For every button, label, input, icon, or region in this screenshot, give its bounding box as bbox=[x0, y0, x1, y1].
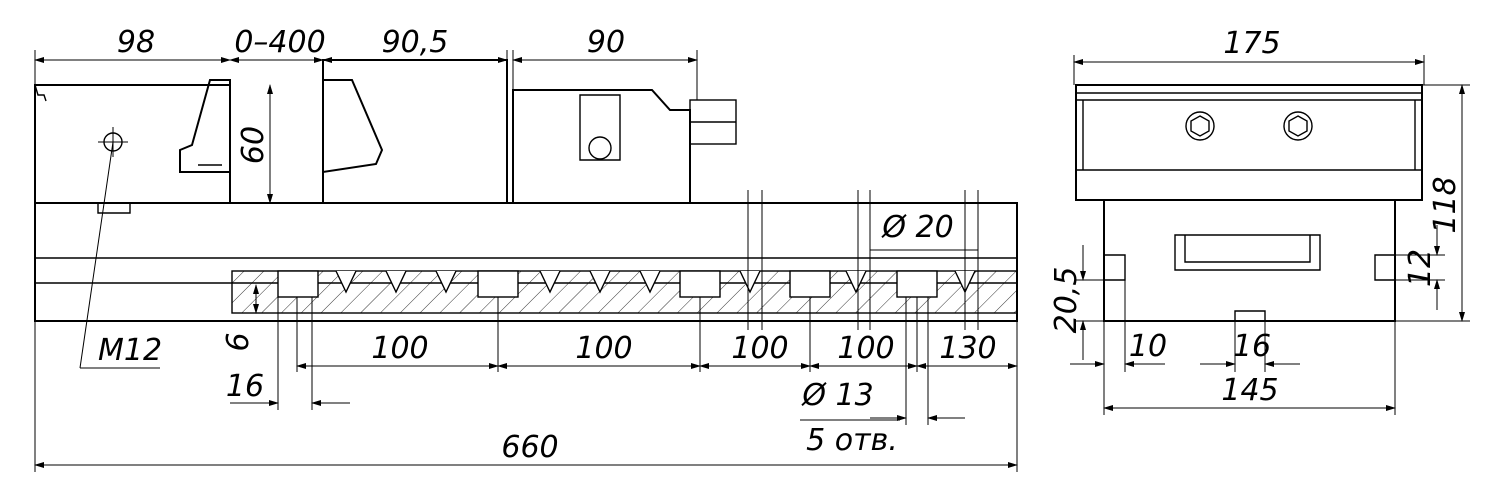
dim-90-5: 90,5 bbox=[382, 25, 449, 60]
dim-118: 118 bbox=[1428, 176, 1463, 233]
left-jaw bbox=[179, 79, 231, 173]
dim-100-a: 100 bbox=[371, 331, 428, 366]
dim-6: 6 bbox=[221, 332, 256, 351]
fixed-jaw-body bbox=[34, 84, 231, 204]
dim-side-16: 16 bbox=[1233, 329, 1271, 364]
movable-body bbox=[322, 59, 508, 204]
rear-block bbox=[512, 89, 691, 204]
hex-screw-left bbox=[1185, 111, 1215, 141]
hex-screw-right bbox=[1283, 111, 1313, 141]
right-jaw bbox=[322, 79, 384, 174]
dim-0-400: 0–400 bbox=[234, 25, 325, 60]
dim-10: 10 bbox=[1129, 329, 1167, 364]
section-hatch bbox=[231, 270, 1018, 314]
dim-20-5: 20,5 bbox=[1049, 267, 1084, 334]
side-base bbox=[1103, 199, 1396, 322]
dim-dia-20: Ø 20 bbox=[880, 210, 953, 245]
dim-130: 130 bbox=[939, 331, 996, 366]
dim-16: 16 bbox=[226, 369, 264, 404]
dim-dia-13: Ø 13 bbox=[800, 378, 873, 413]
dim-90: 90 bbox=[587, 25, 625, 60]
holes-note: 5 отв. bbox=[806, 423, 898, 458]
side-view: 175 118 12 20,5 10 16 145 bbox=[1049, 26, 1470, 415]
dim-100-b: 100 bbox=[575, 331, 632, 366]
dim-175: 175 bbox=[1223, 26, 1280, 61]
dim-12: 12 bbox=[1403, 249, 1438, 287]
dim-60: 60 bbox=[236, 126, 271, 164]
side-top-body bbox=[1075, 84, 1423, 201]
dim-100-d: 100 bbox=[837, 331, 894, 366]
dim-100-c: 100 bbox=[731, 331, 788, 366]
dim-660: 660 bbox=[501, 430, 558, 465]
dim-98: 98 bbox=[117, 25, 155, 60]
front-view: 98 0–400 90,5 90 60 Ø 20 6 100 100 100 1… bbox=[34, 25, 1018, 472]
thread-label: M12 bbox=[98, 333, 162, 368]
dim-145: 145 bbox=[1221, 373, 1278, 408]
